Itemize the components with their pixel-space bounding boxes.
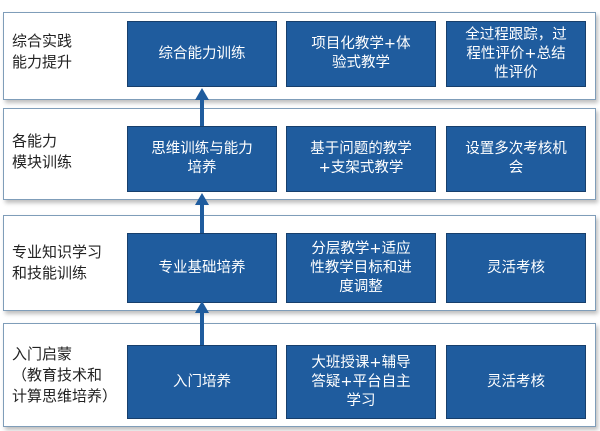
- box-text: 思维训练与能力培养: [151, 141, 253, 176]
- box-text: 大班授课+辅导答疑+平台自主学习: [311, 354, 411, 409]
- box-text: 灵活考核: [487, 373, 545, 390]
- box-knowledge-3: 灵活考核: [446, 233, 586, 303]
- box-text: 综合能力训练: [158, 45, 246, 62]
- box-text: 专业基础培养: [158, 259, 246, 276]
- box-text: 全过程跟踪，过程性评价+总结性评价: [465, 26, 567, 81]
- box-knowledge-1: 专业基础培养: [127, 233, 277, 303]
- box-modules-3: 设置多次考核机会: [446, 126, 586, 192]
- box-practice-1: 综合能力训练: [127, 21, 277, 87]
- box-text: 设置多次考核机会: [465, 141, 567, 176]
- layer-label-modules: 各能力模块训练: [12, 132, 73, 171]
- layer-label-knowledge: 专业知识学习和技能训练: [12, 243, 103, 282]
- box-text: 基于问题的教学+支架式教学: [310, 141, 412, 176]
- layer-label-intro: 入门启蒙（教育技术和计算思维培养）: [12, 345, 118, 405]
- box-text: 灵活考核: [487, 259, 545, 276]
- box-modules-2: 基于问题的教学+支架式教学: [286, 126, 436, 192]
- box-text: 项目化教学+体验式教学: [311, 36, 411, 71]
- layer-label-practice: 综合实践能力提升: [12, 32, 73, 71]
- box-text: 入门培养: [173, 373, 231, 390]
- box-modules-1: 思维训练与能力培养: [127, 126, 277, 192]
- box-practice-3: 全过程跟踪，过程性评价+总结性评价: [446, 21, 586, 87]
- box-text: 分层教学+适应性教学目标和进度调整: [310, 240, 412, 295]
- box-intro-2: 大班授课+辅导答疑+平台自主学习: [286, 345, 436, 419]
- box-intro-3: 灵活考核: [446, 345, 586, 419]
- box-practice-2: 项目化教学+体验式教学: [286, 21, 436, 87]
- box-intro-1: 入门培养: [127, 345, 277, 419]
- box-knowledge-2: 分层教学+适应性教学目标和进度调整: [286, 233, 436, 303]
